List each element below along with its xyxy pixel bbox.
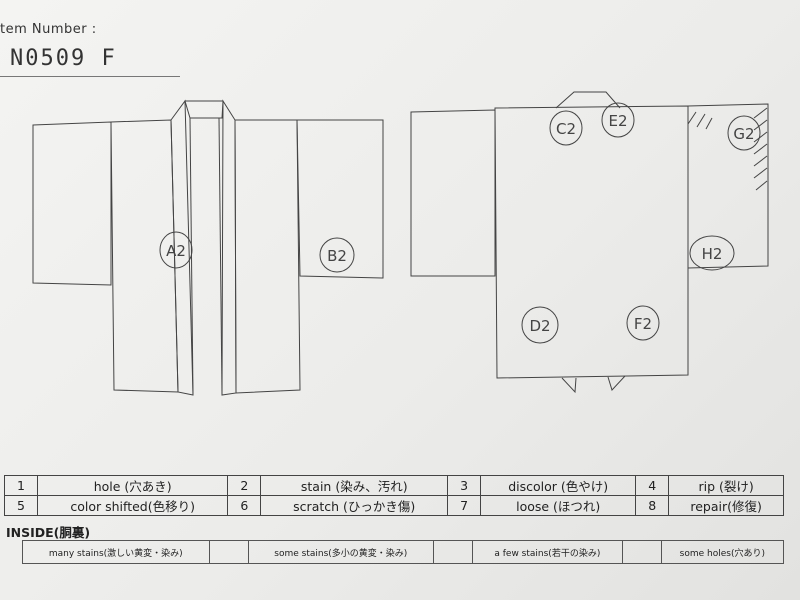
item-number-label: tem Number : xyxy=(0,22,97,37)
legend-label: color shifted(色移り) xyxy=(36,495,229,516)
back-left-sleeve xyxy=(410,109,496,277)
mark-circle-g2 xyxy=(727,115,761,151)
back-body xyxy=(494,105,689,379)
inside-item: many stains(激しい黄変・染み) xyxy=(22,540,210,564)
back-hem-left xyxy=(561,377,577,394)
inside-item: some holes(穴あり) xyxy=(660,540,785,564)
front-left-sleeve xyxy=(32,121,112,286)
legend-number: 7 xyxy=(447,495,482,516)
defect-legend-table: 1 hole (穴あき) 2 stain (染み、汚れ) 3 discolor … xyxy=(4,475,784,516)
item-number-underline xyxy=(0,76,180,77)
mark-g2: G2 xyxy=(733,125,754,143)
mark-circle-b2 xyxy=(319,237,355,273)
inside-checkbox-cell xyxy=(621,540,662,564)
mark-circle-d2 xyxy=(521,306,559,344)
mark-c2: C2 xyxy=(556,120,576,138)
mark-a2: A2 xyxy=(166,242,186,260)
front-right-body xyxy=(234,119,301,394)
front-collar-top xyxy=(184,100,224,119)
mark-circle-a2 xyxy=(159,231,193,269)
back-view xyxy=(410,91,769,394)
legend-label: loose (ほつれ) xyxy=(480,495,637,516)
mark-b2: B2 xyxy=(327,247,347,265)
legend-number: 3 xyxy=(447,475,482,496)
legend-label: hole (穴あき) xyxy=(36,475,229,496)
inside-item: some stains(多小の黄変・染み) xyxy=(247,540,435,564)
inside-row: many stains(激しい黄変・染み) some stains(多小の黄変・… xyxy=(22,540,785,564)
front-right-sleeve xyxy=(296,119,384,279)
inside-checkbox-cell xyxy=(433,540,474,564)
back-hem-right xyxy=(607,375,626,391)
front-right-collar xyxy=(221,99,237,396)
item-number-value: N0509 F xyxy=(10,46,117,71)
mark-d2: D2 xyxy=(529,317,550,335)
mark-circle-h2 xyxy=(689,235,735,271)
inside-item: a few stains(若干の染み) xyxy=(472,540,623,564)
inside-checkbox-cell xyxy=(208,540,249,564)
legend-number: 6 xyxy=(227,495,262,516)
mark-circle-e2 xyxy=(601,102,635,138)
legend-number: 5 xyxy=(4,495,38,516)
legend-number: 4 xyxy=(635,475,670,496)
inside-section-title: INSIDE(胴裏) xyxy=(6,525,91,540)
back-collar xyxy=(555,91,621,109)
mark-circle-c2 xyxy=(549,110,583,146)
legend-number: 2 xyxy=(227,475,262,496)
mark-e2: E2 xyxy=(608,112,627,130)
mark-f2: F2 xyxy=(634,315,652,333)
legend-label: repair(修復) xyxy=(668,495,784,516)
back-right-sleeve xyxy=(687,103,769,269)
garment-diagram: A2 B2 C2 E2 G2 H2 D2 F2 xyxy=(32,91,769,396)
legend-label: discolor (色やけ) xyxy=(480,475,637,496)
legend-label: rip (裂け) xyxy=(668,475,784,496)
mark-circle-f2 xyxy=(626,305,660,341)
mark-h2: H2 xyxy=(702,245,723,263)
legend-number: 8 xyxy=(635,495,670,516)
legend-row: 5 color shifted(色移り) 6 scratch (ひっかき傷) 7… xyxy=(4,495,784,516)
legend-number: 1 xyxy=(4,475,38,496)
inside-condition-table: many stains(激しい黄変・染み) some stains(多小の黄変・… xyxy=(22,540,785,564)
legend-row: 1 hole (穴あき) 2 stain (染み、汚れ) 3 discolor … xyxy=(4,475,784,496)
legend-label: stain (染み、汚れ) xyxy=(260,475,449,496)
legend-label: scratch (ひっかき傷) xyxy=(260,495,449,516)
